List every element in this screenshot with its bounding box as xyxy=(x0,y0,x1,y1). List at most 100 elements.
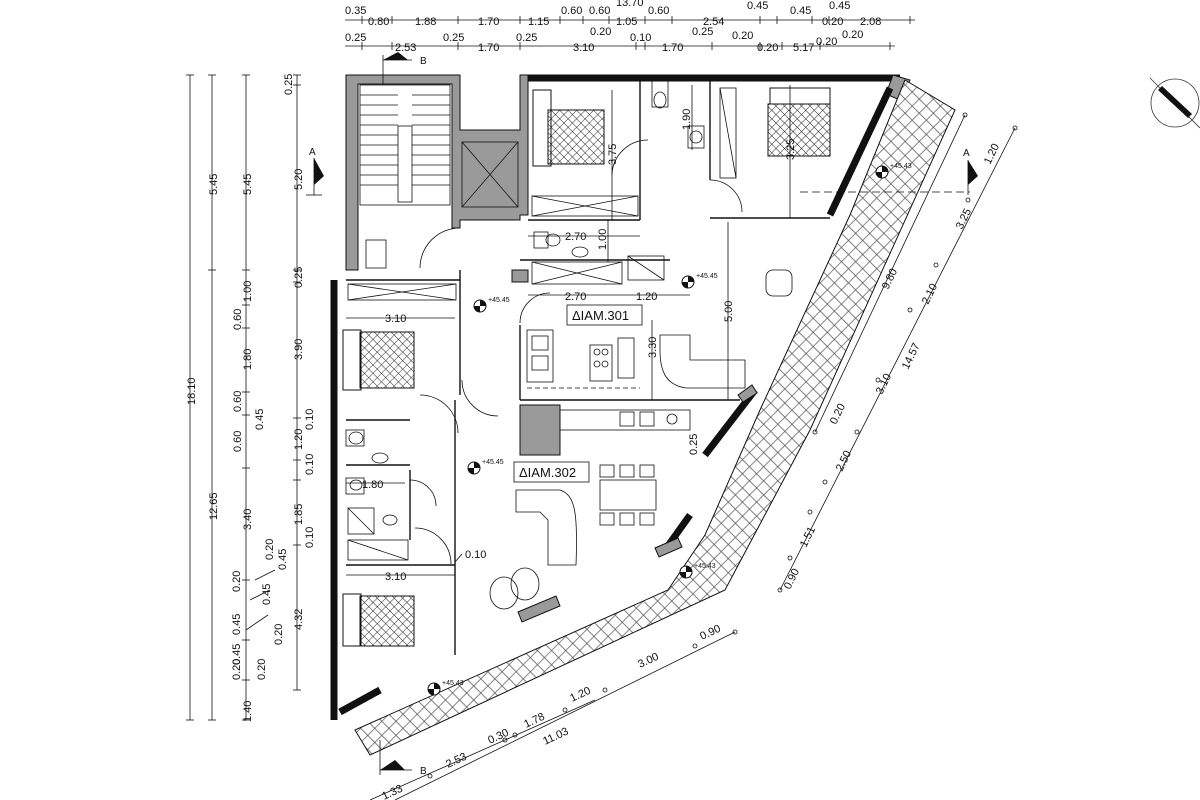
dim-int-3.10a: 3.10 xyxy=(385,313,406,325)
dim-top-2.54: 2.54 xyxy=(703,16,724,28)
svg-text:A: A xyxy=(963,148,970,159)
dim-top-0.60a: 0.60 xyxy=(561,5,582,17)
svg-text:+45.45: +45.45 xyxy=(696,273,718,280)
dim-top-0.20a: 0.20 xyxy=(590,26,611,38)
dim-left-0.25b: 0.25 xyxy=(293,267,305,288)
dim-int-3.10b: 3.10 xyxy=(385,571,406,583)
dim-left-0.45a: 0.45 xyxy=(277,549,289,570)
dim-top2-3.10: 3.10 xyxy=(573,42,594,54)
dim-left-0.10a: 0.10 xyxy=(304,409,316,430)
dim-left-4.32: 4.32 xyxy=(293,609,305,630)
dim-int-1.20: 1.20 xyxy=(636,291,657,303)
dim-int-3.25: 3.25 xyxy=(785,139,797,160)
dim-left-0.20b: 0.20 xyxy=(231,571,243,592)
dim-top-0.45b: 0.45 xyxy=(790,5,811,17)
dim-bottom-3.00: 3.00 xyxy=(636,651,660,671)
balcony-terrace xyxy=(354,79,956,756)
dim-right-0.90: 0.90 xyxy=(782,567,802,592)
level-marker: +45.45 xyxy=(467,459,504,475)
level-marker: +45.43 xyxy=(427,680,464,696)
dim-left-0.45b: 0.45 xyxy=(261,584,273,605)
dim-left-5.45a: 5.45 xyxy=(208,174,220,195)
dim-top2-0.25b: 0.25 xyxy=(443,32,464,44)
svg-text:+45.43: +45.43 xyxy=(442,680,464,687)
interior-dimension-lines xyxy=(346,85,791,576)
dim-int-5.00: 5.00 xyxy=(723,301,735,322)
dim-left-12.65: 12.65 xyxy=(208,492,220,520)
dim-bottom-1.20: 1.20 xyxy=(568,685,592,705)
dim-top-2.08: 2.08 xyxy=(860,16,881,28)
dim-left-1.20: 1.20 xyxy=(293,429,305,450)
beds xyxy=(342,87,831,647)
dim-bottom-2.53: 2.53 xyxy=(444,751,468,771)
dim-left-0.10b: 0.10 xyxy=(304,454,316,475)
dim-int-2.70a: 2.70 xyxy=(565,231,586,243)
dim-top2-1.70b: 1.70 xyxy=(662,42,683,54)
dim-top2-0.20a: 0.20 xyxy=(757,42,778,54)
svg-text:+45.43: +45.43 xyxy=(890,163,912,170)
level-marker: +45.45 xyxy=(473,297,510,313)
dim-right-3.25: 3.25 xyxy=(954,207,974,232)
dim-top2-0.25c: 0.25 xyxy=(516,32,537,44)
dim-right-0.20: 0.20 xyxy=(828,402,848,427)
unit-label-301: ΔΙΑΜ.301 xyxy=(572,308,629,323)
dim-int-3.30: 3.30 xyxy=(647,337,659,358)
dim-int-0.25: 0.25 xyxy=(688,434,700,455)
dim-left-0.45e: 0.45 xyxy=(254,409,266,430)
dim-left-0.20e: 0.20 xyxy=(273,624,285,645)
dim-right-3.10: 3.10 xyxy=(874,372,894,397)
dim-left-0.20a: 0.20 xyxy=(264,539,276,560)
dim-left-3.40: 3.40 xyxy=(242,509,254,530)
dim-top-0.45a: 0.45 xyxy=(747,0,768,12)
dim-right-2.10: 2.10 xyxy=(920,282,940,307)
dim-top-0.20b: 0.20 xyxy=(732,30,753,42)
dim-left-5.20: 5.20 xyxy=(293,169,305,190)
dim-top-0.45c: 0.45 xyxy=(829,0,850,12)
fixtures xyxy=(345,76,743,565)
dim-top2-5.17: 5.17 xyxy=(793,42,814,54)
dim-top-0.20c: 0.20 xyxy=(822,16,843,28)
dim-left-5.45b: 5.45 xyxy=(242,174,254,195)
dim-bottom-0.30: 0.30 xyxy=(486,727,510,747)
dim-top2-0.25a: 0.25 xyxy=(345,32,366,44)
dim-left-3.90: 3.90 xyxy=(293,339,305,360)
dim-bottom-1.78: 1.78 xyxy=(522,711,546,731)
dim-top2-2.53: 2.53 xyxy=(395,42,416,54)
svg-text:A: A xyxy=(309,147,316,158)
dim-left-0.60a: 0.60 xyxy=(232,309,244,330)
dim-left-0.25a: 0.25 xyxy=(283,74,295,95)
svg-text:+45.43: +45.43 xyxy=(694,563,716,570)
dim-left-0.45d: 0.45 xyxy=(231,644,243,665)
dim-top-1.88: 1.88 xyxy=(415,16,436,28)
dim-left-1.85: 1.85 xyxy=(293,504,305,525)
unit-label-302: ΔΙΑΜ.302 xyxy=(519,465,576,480)
unit-labels: ΔΙΑΜ.301 ΔΙΑΜ.302 xyxy=(513,304,643,483)
dim-top2-0.20b: 0.20 xyxy=(816,36,837,48)
dim-left-0.20d: 0.20 xyxy=(231,659,243,680)
dim-left-0.10c: 0.10 xyxy=(304,527,316,548)
dim-left-1.40: 1.40 xyxy=(242,701,254,722)
elevator-shaft xyxy=(461,141,519,208)
section-marks: A A B B xyxy=(306,52,978,777)
dim-top-1.15: 1.15 xyxy=(528,16,549,28)
north-arrow-icon xyxy=(1149,77,1200,129)
level-marker: +45.43 xyxy=(875,163,912,179)
dim-left-1.80: 1.80 xyxy=(242,349,254,370)
section-mark-a-left: A xyxy=(306,147,324,196)
svg-text:+45.45: +45.45 xyxy=(482,459,504,466)
section-mark-b-top: B xyxy=(382,52,427,85)
dim-top-0.80: 0.80 xyxy=(368,16,389,28)
svg-text:B: B xyxy=(420,56,427,67)
dim-right-9.80: 9.80 xyxy=(880,267,900,292)
dim-top2-1.70a: 1.70 xyxy=(478,42,499,54)
dim-top-1.70: 1.70 xyxy=(478,16,499,28)
dim-top2-0.10: 0.10 xyxy=(630,32,651,44)
dim-top-1.05: 1.05 xyxy=(616,16,637,28)
dim-left-0.60b: 0.60 xyxy=(232,391,244,412)
wardrobes xyxy=(347,87,737,561)
dim-int-3.75: 3.75 xyxy=(607,144,619,165)
dim-int-2.70b: 2.70 xyxy=(565,291,586,303)
section-mark-b-bottom: B xyxy=(379,740,427,777)
dim-top-0.60c: 0.60 xyxy=(648,5,669,17)
